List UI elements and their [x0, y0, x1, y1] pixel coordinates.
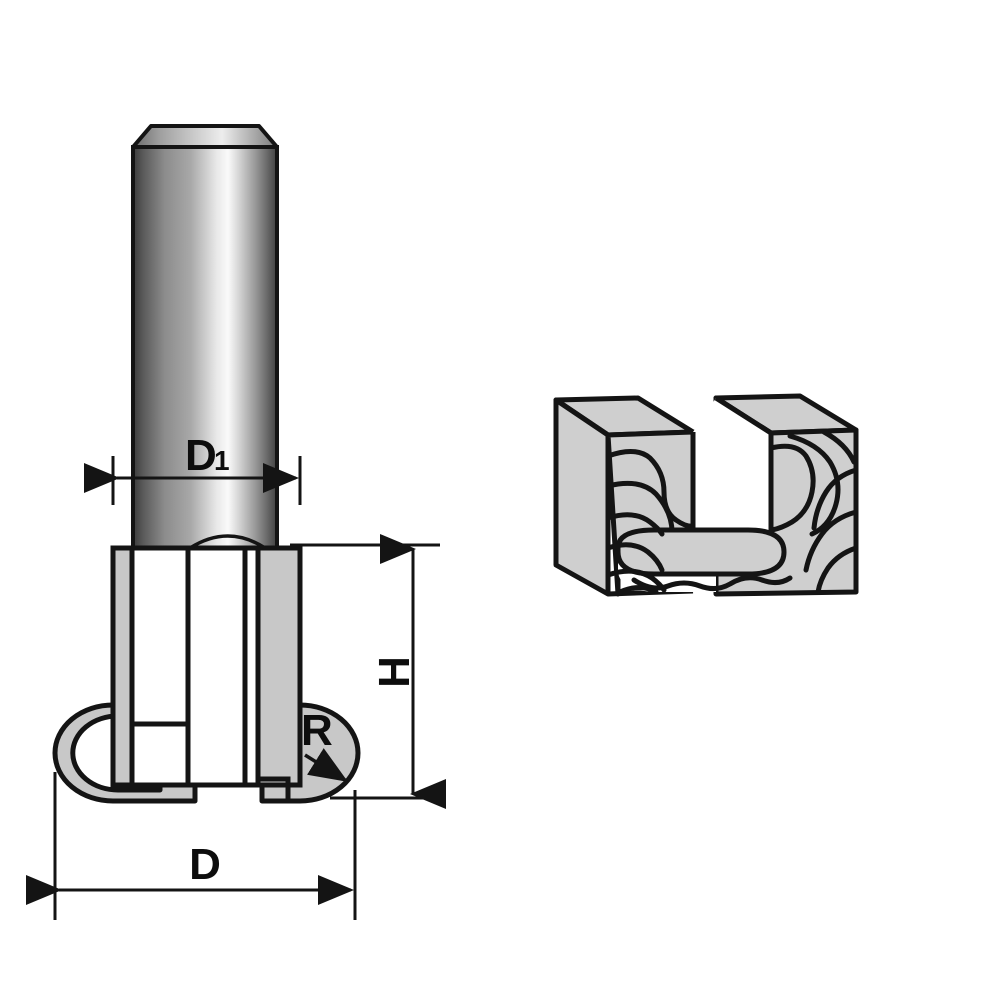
right-flute-flank: [255, 545, 303, 788]
keyhole-cutter-head: [52, 534, 361, 804]
dimension-h: H: [290, 534, 446, 809]
right-block-grain-lines: [768, 429, 859, 595]
d-label: D: [189, 840, 221, 889]
dimension-d: D: [25, 772, 357, 920]
right-step-notch: [258, 776, 291, 801]
bore-crest-arc: [189, 534, 266, 550]
h-label: H: [370, 656, 419, 688]
r-label: R: [301, 706, 333, 755]
d1-label: D: [185, 431, 217, 480]
r-leader-arrow: [304, 748, 348, 782]
shank-top-chamfer: [131, 124, 279, 149]
dimension-r: R: [301, 706, 348, 782]
d1-label-subscript: 1: [214, 445, 230, 476]
router-bit-shank: [131, 124, 279, 550]
left-block-side-face: [553, 397, 611, 597]
wood-cross-section: [553, 393, 859, 597]
slot-inner-top-edge: [714, 395, 773, 436]
lower-grain-lines: [617, 575, 793, 595]
dimension-d1: D 1: [84, 431, 302, 505]
left-flute-flank: [110, 545, 135, 788]
shank-body: [131, 145, 279, 550]
routed-undercut-tunnel: [615, 527, 787, 577]
